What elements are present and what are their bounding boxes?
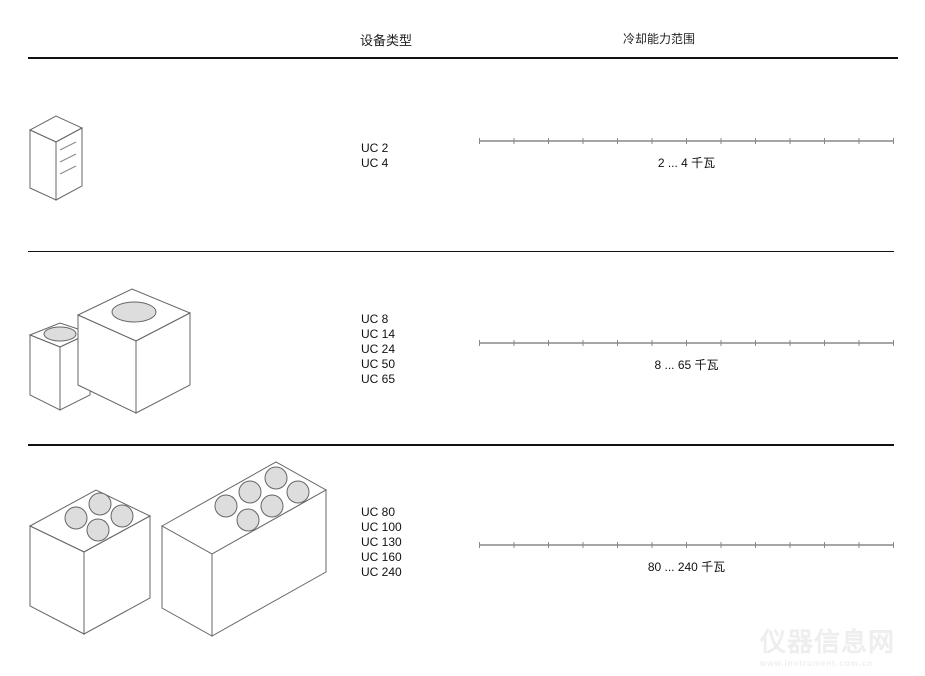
unit-image-large — [28, 461, 328, 637]
watermark-name: 仪器信息网 — [760, 627, 896, 657]
model-name: UC 14 — [361, 327, 396, 341]
model-list: UC 80 UC 100 UC 130 UC 160 UC 240 — [361, 505, 402, 580]
range-scale — [479, 138, 894, 144]
watermark: 仪器信息网 www.instrument.com.cn — [760, 622, 895, 668]
header-divider — [28, 57, 898, 59]
range-label: 8 ... 65 千瓦 — [654, 358, 719, 372]
model-name: UC 240 — [361, 565, 402, 579]
model-name: UC 2 — [361, 141, 389, 155]
unit-image-medium — [28, 288, 191, 414]
model-name: UC 130 — [361, 535, 402, 549]
model-name: UC 80 — [361, 505, 396, 519]
model-name: UC 50 — [361, 357, 396, 371]
watermark-url: www.instrument.com.cn — [760, 659, 874, 668]
model-name: UC 24 — [361, 342, 396, 356]
column-header-type: 设备类型 — [360, 33, 413, 48]
column-header-range: 冷却能力范围 — [623, 32, 696, 46]
range-label: 80 ... 240 千瓦 — [647, 560, 726, 574]
model-list: UC 2 UC 4 — [361, 141, 388, 171]
model-name: UC 65 — [361, 372, 396, 386]
range-scale — [479, 542, 894, 548]
model-list: UC 8 UC 14 UC 24 UC 50 UC 65 — [361, 312, 395, 387]
model-name: UC 4 — [361, 156, 389, 170]
model-name: UC 100 — [361, 520, 402, 534]
range-scale — [479, 340, 894, 346]
row-divider — [28, 444, 894, 446]
range-label: 2 ... 4 千瓦 — [657, 156, 716, 170]
model-name: UC 8 — [361, 312, 389, 326]
unit-image-small — [28, 115, 84, 201]
row-divider — [28, 251, 894, 252]
model-name: UC 160 — [361, 550, 402, 564]
